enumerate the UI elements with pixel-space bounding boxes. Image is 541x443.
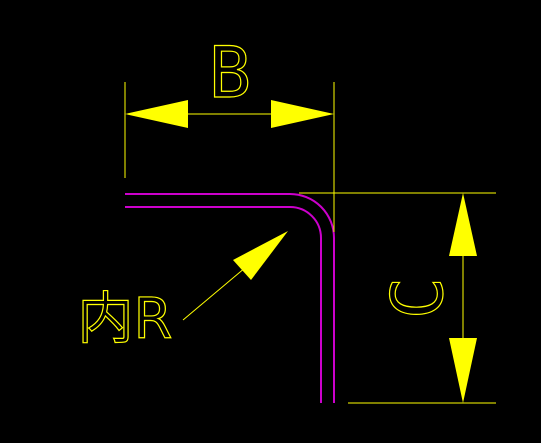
dimension-c-label: C [377,277,459,319]
bent-part-profile [125,193,335,403]
dimension-b-label: B [209,32,251,114]
dimension-c-arrow-bottom [449,338,477,403]
dimension-b [124,82,335,232]
part-inner-edge [125,206,322,403]
inner-radius-arrow [233,231,288,280]
dimension-c [299,192,496,404]
dimension-b-arrow-left [125,100,188,128]
dimension-b-arrow-right [271,100,334,128]
inner-radius-leader-line [182,261,253,321]
part-outer-edge [125,193,335,403]
dimension-c-label-glyph: C [376,276,459,319]
inner-radius-leader [182,231,288,321]
inner-radius-label: 内R [78,287,173,352]
dimension-c-arrow-top [449,193,477,256]
